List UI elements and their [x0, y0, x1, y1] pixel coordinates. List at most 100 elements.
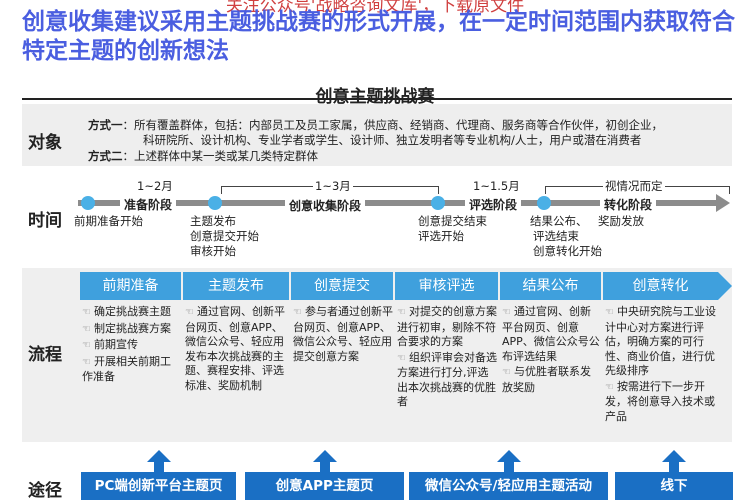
watermark: 关注公众号'战略咨询文库'，下载原文件: [225, 0, 525, 16]
phase-item-text: 前期宣传: [93, 338, 138, 351]
channel-box: 微信公众号/轻应用主题活动: [409, 472, 608, 500]
pointing-hand-icon: ☜: [82, 340, 91, 351]
milestone-line: 评选开始: [418, 229, 464, 243]
section-subtitle: 创意主题挑战赛: [315, 87, 435, 107]
milestone-line: 奖励发放: [598, 214, 644, 228]
milestone-dot: [537, 196, 551, 210]
pointing-hand-icon: ☜: [82, 356, 91, 368]
channel-box: PC端创新平台主题页: [81, 472, 236, 500]
pointing-hand-icon: ☜: [605, 307, 614, 318]
phase-header: 创意转化: [603, 272, 718, 300]
method-two-label: 方式二: [88, 149, 123, 163]
stage-label: 评选阶段: [465, 196, 522, 213]
phase-item-text: 对提交的创意方案进行初审，剔除不符合要求的方案: [397, 305, 497, 348]
arrow-up-icon: [312, 450, 337, 462]
milestone-dot: [81, 196, 95, 210]
phase-item: ☜确定挑战赛主题: [82, 305, 181, 321]
audience-label: 对象: [28, 133, 62, 153]
arrow-up-icon: [146, 450, 171, 462]
arrow-stem: [153, 461, 164, 473]
pointing-hand-icon: ☜: [605, 381, 614, 393]
milestone-line: 创意提交开始: [190, 229, 259, 243]
method-one-label: 方式一: [88, 118, 123, 132]
milestone-text: 创意提交结束评选开始: [418, 214, 487, 244]
phase-item-text: 通过官网、创新平台网页、创意APP、微信公众号、轻应用发布本次挑战赛的主题、赛程…: [185, 305, 285, 392]
process-label: 流程: [28, 345, 62, 365]
phase-item: ☜对提交的创意方案进行初审，剔除不符合要求的方案: [397, 305, 498, 350]
method-two: 方式二：上述群体中某一类或某几类特定群体: [88, 149, 318, 164]
phase-header: 主题发布: [183, 272, 289, 300]
duration: 视情况而定: [603, 179, 665, 194]
phase-details: ☜对提交的创意方案进行初审，剔除不符合要求的方案☜组织评审会对备选方案进行打分,…: [397, 305, 498, 411]
pointing-hand-icon: ☜: [82, 307, 91, 318]
milestone-dot: [431, 196, 445, 210]
phase-details: ☜通过官网、创新平台网页、创意APP、微信公众号、轻应用发布本次挑战赛的主题、赛…: [185, 305, 289, 394]
phase-item: ☜通过官网、创新平台网页、创意APP、微信公众号公布评选结果: [502, 305, 601, 364]
milestone-line: 评选结束: [533, 229, 579, 243]
phase-item-text: 通过官网、创新平台网页、创意APP、微信公众号公布评选结果: [502, 305, 600, 363]
duration: 1~1.5月: [473, 179, 520, 193]
milestone-line: 创意提交结束: [418, 214, 487, 228]
milestone-text: 结果公布、评选结束创意转化开始: [530, 214, 602, 259]
phase-item-text: 与优胜者联系发放奖励: [502, 365, 591, 394]
phase-details: ☜确定挑战赛主题☜制定挑战赛方案☜前期宣传☜开展相关前期工作准备: [82, 305, 181, 386]
chevron-right-icon: [718, 272, 732, 300]
milestone-line: 主题发布: [190, 214, 236, 228]
phase-details: ☜中央研究院与工业设计中心对方案进行评估，明确方案的可行性、商业价值，进行优先级…: [605, 305, 718, 425]
milestone-text: 前期准备开始: [74, 214, 143, 229]
audience-panel: [22, 104, 732, 166]
pointing-hand-icon: ☜: [82, 323, 91, 335]
stage-label: 准备阶段: [120, 196, 177, 213]
arrow-up-icon: [662, 450, 686, 462]
phase-item: ☜通过官网、创新平台网页、创意APP、微信公众号、轻应用发布本次挑战赛的主题、赛…: [185, 305, 289, 393]
stage-label: 转化阶段: [600, 196, 657, 213]
pointing-hand-icon: ☜: [293, 307, 302, 318]
arrow-stem: [503, 461, 514, 473]
phase-item-text: 中央研究院与工业设计中心对方案进行评估，明确方案的可行性、商业价值，进行优先级排…: [605, 305, 716, 377]
pointing-hand-icon: ☜: [397, 307, 406, 318]
phase-item: ☜中央研究院与工业设计中心对方案进行评估，明确方案的可行性、商业价值，进行优先级…: [605, 305, 718, 379]
divider: [22, 98, 732, 100]
milestone-text: 奖励发放: [598, 214, 644, 229]
arrow-stem: [669, 461, 679, 473]
time-label: 时间: [28, 211, 62, 231]
phase-header: 前期准备: [80, 272, 181, 300]
pointing-hand-icon: ☜: [502, 307, 511, 318]
duration: 1~2月: [137, 179, 173, 193]
method-one-text: ：所有覆盖群体，包括：内部员工及员工家属，供应商、经销商、代理商、服务商等合作伙…: [122, 118, 664, 132]
phase-header: 创意提交: [291, 272, 393, 300]
phase-item-text: 按需进行下一步开发，将创意导入技术或产品: [605, 379, 715, 423]
method-one: 方式一：所有覆盖群体，包括：内部员工及员工家属，供应商、经销商、代理商、服务商等…: [88, 118, 663, 133]
duration: 1~3月: [313, 179, 353, 194]
timeline-arrow-icon: [716, 194, 730, 212]
phase-details: ☜通过官网、创新平台网页、创意APP、微信公众号公布评选结果☜与优胜者联系发放奖…: [502, 305, 601, 396]
phase-item: ☜与优胜者联系发放奖励: [502, 365, 601, 395]
phase-item: ☜开展相关前期工作准备: [82, 355, 181, 385]
phase-details: ☜参与者通过创新平台网页、创意APP、微信公众号、轻应用提交创意方案: [293, 305, 393, 365]
method-two-text: ：上述群体中某一类或某几类特定群体: [122, 149, 319, 163]
milestone-line: 前期准备开始: [74, 214, 143, 228]
phase-item: ☜制定挑战赛方案: [82, 322, 181, 338]
phase-item: ☜参与者通过创新平台网页、创意APP、微信公众号、轻应用提交创意方案: [293, 305, 393, 364]
page-title: 创意收集建议采用主题挑战赛的形式开展，在一定时间范围内获取符合特定主题的创新想法: [22, 9, 735, 64]
phase-item-text: 开展相关前期工作准备: [82, 354, 171, 384]
pointing-hand-icon: ☜: [502, 367, 511, 378]
channel-label: 途径: [28, 481, 62, 501]
arrow-up-icon: [496, 450, 521, 462]
phase-item: ☜按需进行下一步开发，将创意导入技术或产品: [605, 380, 718, 425]
pointing-hand-icon: ☜: [397, 352, 406, 364]
phase-header: 审核评选: [395, 272, 498, 300]
phase-item-text: 参与者通过创新平台网页、创意APP、微信公众号、轻应用提交创意方案: [293, 305, 393, 363]
phase-item-text: 确定挑战赛主题: [93, 305, 171, 318]
pointing-hand-icon: ☜: [185, 307, 194, 318]
milestone-dot: [208, 196, 222, 210]
phase-item: ☜组织评审会对备选方案进行打分,评选出本次挑战赛的优胜者: [397, 351, 498, 410]
channel-box: 创意APP主题页: [245, 472, 404, 500]
arrow-stem: [319, 461, 330, 473]
stage-label: 创意收集阶段: [285, 197, 366, 214]
timeline-line: [78, 200, 718, 206]
method-one-line2: 科研院所、设计机构、专业学者或学生、设计师、独立发明者等专业机构/人士，用户或潜…: [143, 133, 642, 147]
milestone-line: 创意转化开始: [533, 244, 602, 258]
milestone-line: 结果公布、: [530, 214, 588, 228]
phase-item-text: 组织评审会对备选方案进行打分,评选出本次挑战赛的优胜者: [397, 350, 497, 409]
